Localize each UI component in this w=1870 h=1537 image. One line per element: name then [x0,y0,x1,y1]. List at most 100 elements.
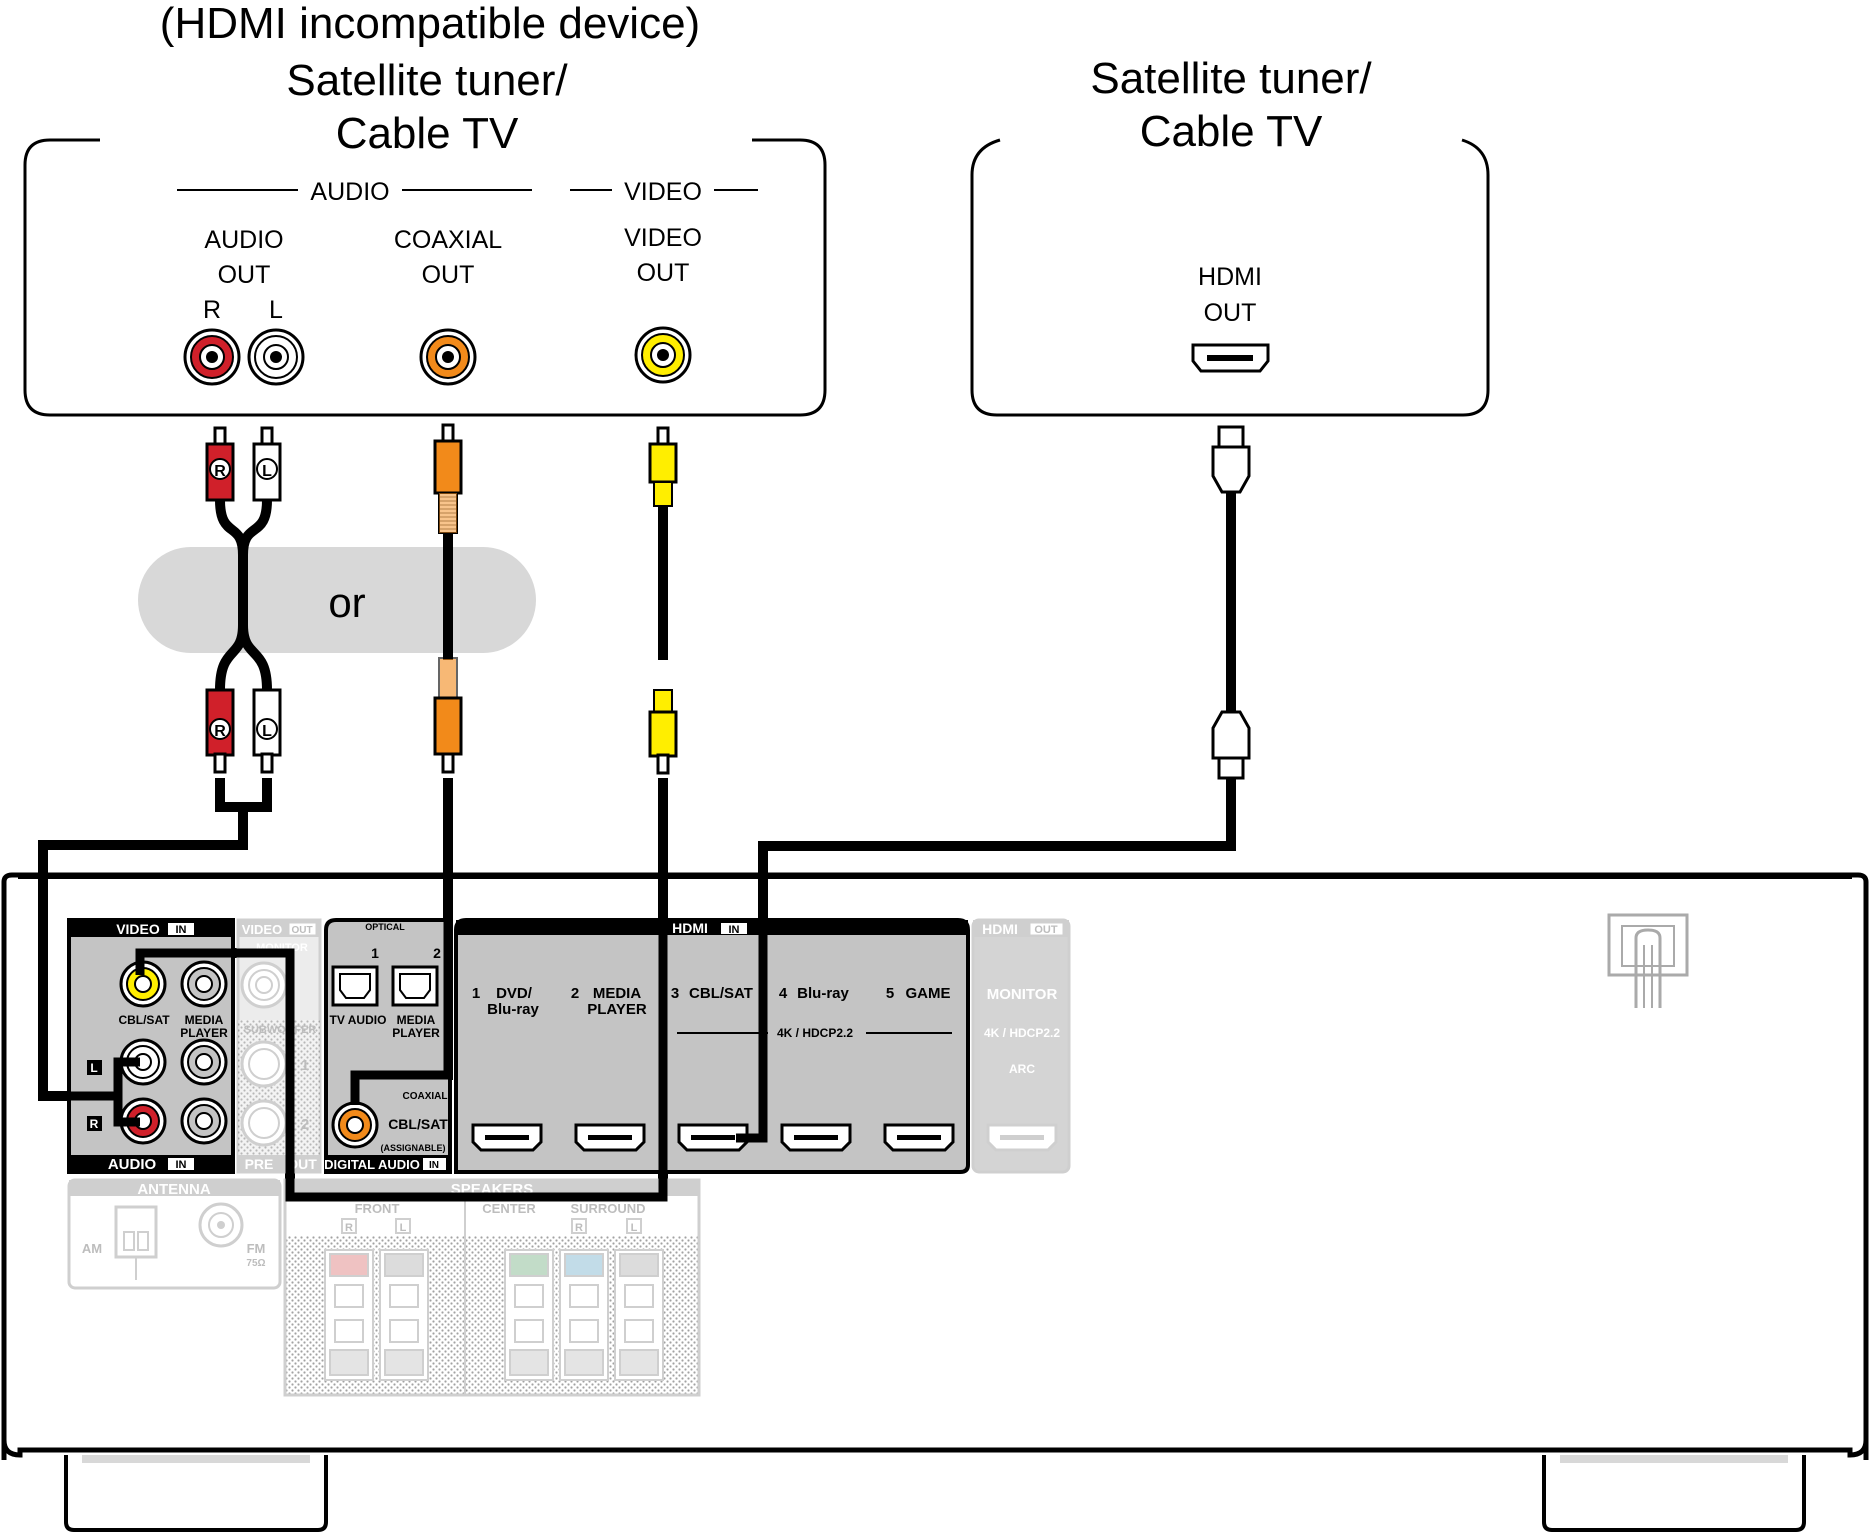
speakers-surround-l-label: L [631,1222,638,1234]
audio-r-plug-top: R [205,426,235,502]
hdmi-in-spec-label: 4K / HDCP2.2 [777,1026,853,1040]
hdmi-in-panel: HDMI IN 1 DVD/ Blu-ray 2 MEDIA PLAYER 3 … [454,918,970,1174]
video-in-mediaplayer-label-line1: MEDIA [185,1013,224,1027]
hdmi-plug-top [1211,425,1251,494]
hdmi-in2-label-line2: PLAYER [587,1001,647,1018]
hdmi-in2-number: 2 [571,985,579,1002]
right-device-caption-line1: Satellite tuner/ [1090,54,1372,103]
power-cord-icon [1607,913,1689,1008]
hdmi-in5-number: 5 [886,985,894,1002]
hdmi-out-arc-label: ARC [1009,1062,1035,1076]
video-in-cblsat-label: CBL/SAT [118,1013,170,1027]
plug-r-label-top: R [214,463,226,480]
hdmi-in4-port[interactable] [780,1123,852,1152]
cable-overlays [43,778,768,1202]
hdmi-in4-number: 4 [779,985,788,1002]
coaxial-in-cblsat-label: CBL/SAT [388,1116,448,1132]
audio-l-plug-bottom: L [252,688,282,774]
speakers-front-r-label: R [345,1222,353,1234]
left-device-outline [23,138,827,417]
hdmi-in2-port[interactable] [574,1123,646,1152]
right-device-outline [970,138,1490,417]
speakers-front-l-label: L [400,1222,407,1234]
audio-l-plug-top: L [252,426,282,502]
group-label-audio: AUDIO [310,178,389,206]
optical-tv-audio-port[interactable] [331,965,379,1007]
receiver-foot-left [64,1455,328,1532]
av-receiver: VIDEO IN AUDIO IN CBL/SAT MEDIA PLAYER [1,872,1869,1532]
coaxial-out-label-line2: OUT [422,261,475,289]
plug-l-label-bottom: L [262,723,272,740]
audio-in-l-label: L [90,1061,97,1075]
audio-in-mediaplayer-l-jack[interactable] [180,1038,228,1086]
hdmi-in2-label-line1: MEDIA [593,985,642,1002]
coaxial-out-label-line1: COAXIAL [394,226,502,254]
audio-out-l-jack[interactable] [247,328,305,386]
hdmi-out-label-line2: OUT [1204,299,1257,327]
or-label: or [328,579,365,626]
hdmi-in3-label: CBL/SAT [689,985,753,1002]
speakers-panel: SPEAKERS FRONT CENTER SURROUND R L R L [283,1178,701,1397]
coaxial-plug-top [433,423,463,534]
audio-in-tag: IN [176,1159,187,1171]
hdmi-in1-number: 1 [472,985,480,1002]
hdmi-out-panel: HDMI OUT MONITOR 4K / HDCP2.2 ARC [971,918,1071,1174]
hdmi-in-title: HDMI [672,920,708,936]
right-device-caption-line2: Cable TV [1140,107,1323,156]
plug-l-label-top: L [262,463,272,480]
antenna-fm-label: FM [247,1241,266,1256]
video-in-cblsat-jack[interactable] [119,960,167,1008]
subwoofer-1-label: 1 [301,1057,309,1074]
or-bubble: or [138,547,536,653]
audio-in-mediaplayer-r-jack[interactable] [180,1097,228,1145]
antenna-am-label: AM [82,1241,102,1256]
video-out-jack[interactable] [634,326,692,384]
plug-r-label-bottom: R [214,723,226,740]
hdmi-in4-label: Blu-ray [797,985,849,1002]
subwoofer-2-label: 2 [301,1116,309,1133]
optical-media-player-port[interactable] [391,965,439,1007]
hdmi-monitor-out-port[interactable] [986,1123,1058,1152]
subwoofer-label: SUBWOOFER [244,1024,317,1036]
speakers-center-label: CENTER [482,1201,536,1216]
optical-1-label: 1 [371,945,379,961]
coaxial-out-jack[interactable] [419,328,477,386]
hdmi-in5-port[interactable] [883,1123,955,1152]
hdmi-out-port[interactable] [1191,343,1270,373]
audio-out-l-label: L [269,296,283,324]
left-device-caption-line2: Satellite tuner/ [286,56,568,105]
audio-in-title: AUDIO [108,1156,157,1173]
speakers-front-label: FRONT [355,1201,400,1216]
audio-out-r-jack[interactable] [183,328,241,386]
optical-tv-audio-label: TV AUDIO [330,1013,387,1027]
video-plug-bottom [648,689,678,775]
optical-media-player-label-line2: PLAYER [392,1026,440,1040]
coaxial-plug-bottom [433,657,463,774]
audio-in-cblsat-l-jack[interactable] [119,1038,167,1086]
video-audio-in-panel: VIDEO IN AUDIO IN CBL/SAT MEDIA PLAYER [67,918,235,1174]
coaxial-in-cblsat-jack[interactable] [331,1101,379,1149]
video-in-title: VIDEO [116,921,160,937]
left-device-caption-line1: (HDMI incompatible device) [160,0,700,48]
assignable-label: (ASSIGNABLE) [381,1143,446,1153]
antenna-panel: ANTENNA AM FM 75Ω [67,1178,282,1290]
group-label-video: VIDEO [624,178,702,206]
optical-label: OPTICAL [365,922,405,932]
hdmi-in3-port[interactable] [677,1123,749,1152]
left-source-device: (HDMI incompatible device) Satellite tun… [23,0,827,417]
right-source-device: Satellite tuner/ Cable TV HDMI OUT [970,54,1490,417]
video-in-mediaplayer-jack[interactable] [180,960,228,1008]
video-in-tag: IN [176,924,187,936]
hdmi-out-spec-label: 4K / HDCP2.2 [984,1026,1060,1040]
digital-audio-tag: IN [429,1160,439,1171]
video-out-label-line2: OUT [637,259,690,287]
hdmi-in1-label-line1: DVD/ [496,985,533,1002]
video-out-label-line1: VIDEO [624,224,702,252]
hdmi-out-panel-title: HDMI [982,921,1018,937]
hdmi-in1-port[interactable] [471,1123,543,1152]
hdmi-plug-bottom [1211,710,1251,780]
audio-out-label-line1: AUDIO [204,226,283,254]
hdmi-in3-number: 3 [671,985,679,1002]
speakers-surround-r-label: R [575,1222,583,1234]
